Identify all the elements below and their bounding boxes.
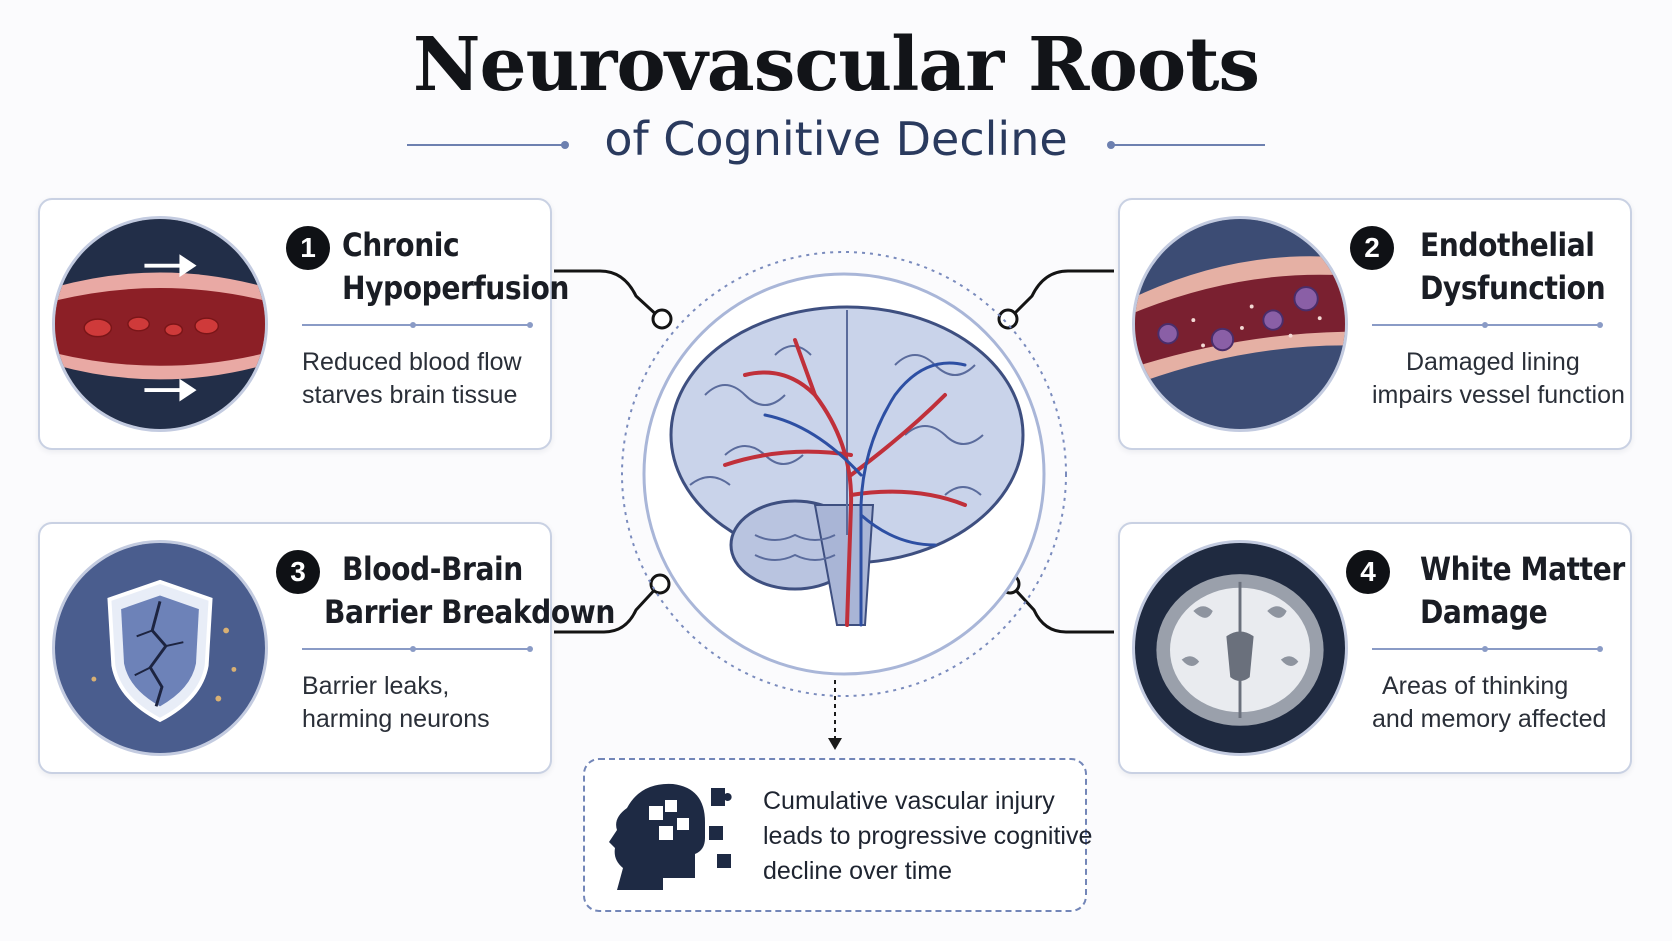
card-3-title-line-1: Blood-Brain: [342, 550, 523, 588]
card-blood-brain-barrier: 3 Blood-Brain Barrier Breakdown Barrier …: [38, 522, 615, 774]
card-3-divider-dot-end: [527, 646, 533, 652]
step-number-2: 2: [1350, 226, 1394, 270]
card-1-divider: [302, 324, 530, 326]
subtitle-rule-dot-left: [561, 141, 569, 149]
connector-3: [554, 582, 662, 634]
connector-node-1: [651, 308, 673, 330]
card-white-matter-damage: 4 White Matter Damage Areas of thinking …: [1118, 522, 1632, 774]
brain-scan-image: [1132, 540, 1348, 756]
card-1-title-line-2: Hypoperfusion: [342, 269, 569, 307]
card-3-desc-line-1: Barrier leaks,: [302, 672, 450, 700]
card-2-desc-line-1: Damaged lining: [1406, 348, 1580, 376]
card-4-divider-dot: [1482, 646, 1488, 652]
card-3-desc-line-2: harming neurons: [302, 705, 490, 733]
card-2-desc-line-2: impairs vessel function: [1372, 381, 1625, 409]
card-3-title-line-2: Barrier Breakdown: [324, 593, 615, 631]
card-1-desc-line-1: Reduced blood flow: [302, 348, 522, 376]
damaged-vessel-lining-image: [1132, 216, 1348, 432]
card-1-desc-line-2: starves brain tissue: [302, 381, 518, 409]
card-1-divider-dot: [410, 322, 416, 328]
card-4-divider-dot-end: [1597, 646, 1603, 652]
card-2-divider-dot: [1482, 322, 1488, 328]
subtitle-rule-left: [407, 144, 565, 146]
card-endothelial-dysfunction: 2 Endothelial Dysfunction Damaged lining…: [1118, 198, 1632, 450]
summary-line-1: Cumulative vascular injury: [763, 787, 1055, 815]
card-2-title-line-2: Dysfunction: [1420, 269, 1606, 307]
connector-1: [554, 269, 662, 320]
card-chronic-hypoperfusion: 1 Chronic Hypoperfusion Reduced blood fl…: [38, 198, 569, 450]
brain-illustration: [615, 245, 1073, 703]
card-4-desc-line-1: Areas of thinking: [1382, 672, 1569, 700]
step-number-3: 3: [276, 550, 320, 594]
connector-2: [1008, 269, 1114, 320]
page-title: Neurovascular Roots: [412, 22, 1260, 108]
summary-box: Cumulative vascular injury leads to prog…: [583, 758, 1092, 912]
step-number-1: 1: [286, 226, 330, 270]
card-3-divider: [302, 648, 530, 650]
card-4-title-line-2: Damage: [1420, 593, 1548, 631]
subtitle-row: of Cognitive Decline: [0, 112, 1672, 172]
card-1-title-line-1: Chronic: [342, 226, 460, 264]
card-4-title-line-1: White Matter: [1420, 550, 1625, 588]
connector-node-2: [997, 308, 1019, 330]
card-2-title-line-1: Endothelial: [1420, 226, 1595, 264]
card-1-divider-dot-end: [527, 322, 533, 328]
connector-4: [1008, 582, 1114, 634]
summary-arrow-head: [828, 738, 842, 750]
summary-line-3: decline over time: [763, 857, 952, 885]
card-4-desc-line-2: and memory affected: [1372, 705, 1607, 733]
head-puzzle-icon: [607, 778, 737, 896]
blood-vessel-flow-image: [52, 216, 268, 432]
page-subtitle: of Cognitive Decline: [604, 112, 1068, 166]
summary-text: Cumulative vascular injury leads to prog…: [763, 784, 1092, 889]
subtitle-rule-right: [1113, 144, 1265, 146]
card-3-divider-dot: [410, 646, 416, 652]
step-number-4: 4: [1346, 550, 1390, 594]
summary-line-2: leads to progressive cognitive: [763, 822, 1093, 850]
connector-node-3: [649, 573, 671, 595]
cracked-shield-icon: [52, 540, 268, 756]
subtitle-rule-dot-right: [1107, 141, 1115, 149]
card-2-divider-dot-end: [1597, 322, 1603, 328]
